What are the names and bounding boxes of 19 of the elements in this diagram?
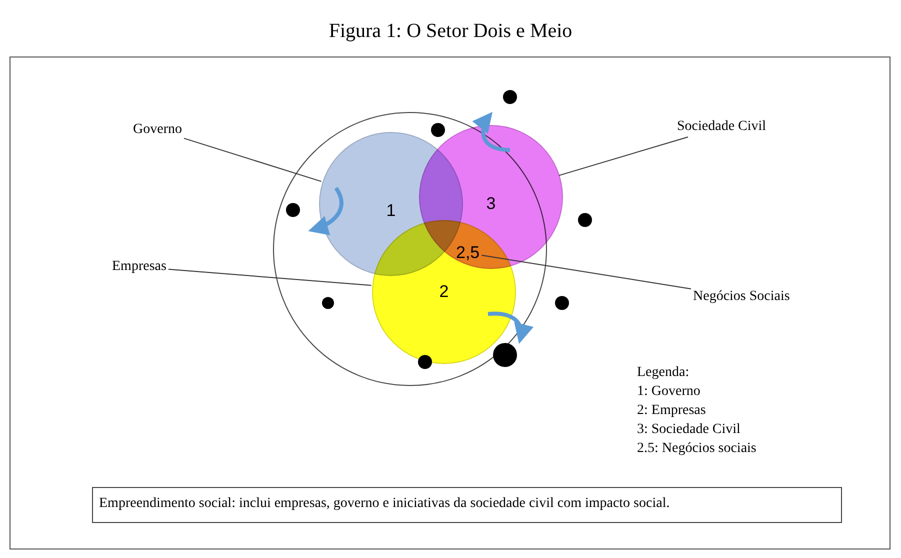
- legend-entry: 2.5: Negócios sociais: [637, 441, 756, 457]
- legend-entry: 3: Sociedade Civil: [637, 422, 740, 438]
- legend-heading: Legenda:: [637, 365, 690, 381]
- callout-label: Negócios Sociais: [693, 289, 790, 305]
- leader-line: [558, 136, 688, 176]
- region-number: 2: [439, 282, 449, 302]
- legend-entry: 1: Governo: [637, 384, 700, 400]
- legend-entry: 2: Empresas: [637, 403, 706, 419]
- callout-label: Sociedade Civil: [677, 119, 766, 135]
- note-box: Empreendimento social: inclui empresas, governo e iniciativas da sociedade civil com impacto social.: [92, 487, 842, 523]
- leader-line: [481, 254, 692, 290]
- callout-label: Empresas: [112, 259, 166, 275]
- figure-title: Figura 1: O Setor Dois e Meio: [328, 20, 574, 43]
- callout-label: Governo: [133, 122, 182, 138]
- region-number: 3: [486, 194, 496, 214]
- leader-line: [168, 268, 372, 286]
- region-number: 1: [386, 201, 396, 221]
- region-label: 2,5: [456, 243, 480, 263]
- leader-line: [184, 138, 322, 182]
